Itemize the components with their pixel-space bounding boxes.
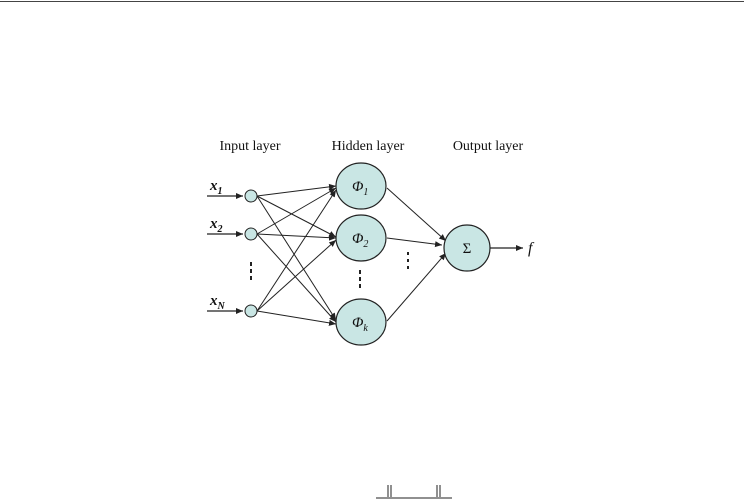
input-label-x2: x2 — [209, 216, 223, 235]
input-node-1 — [245, 190, 257, 202]
input-layer-label: Input layer — [219, 139, 280, 154]
hidden-ellipsis — [359, 270, 361, 288]
input-label-xn: xN — [209, 293, 226, 312]
input-label-x1: x1 — [209, 178, 223, 197]
output-node-symbol: Σ — [463, 241, 472, 257]
input-node-n — [245, 305, 257, 317]
bottom-formula-fragment — [376, 485, 452, 498]
hidden-output-connections — [387, 188, 446, 321]
output-label-f: f — [528, 240, 535, 257]
output-layer-label: Output layer — [453, 139, 524, 154]
input-ellipsis — [250, 262, 252, 280]
input-hidden-connections — [257, 186, 336, 324]
hidden-layer-label: Hidden layer — [332, 139, 405, 154]
input-node-2 — [245, 228, 257, 240]
output-ellipsis — [407, 252, 409, 269]
